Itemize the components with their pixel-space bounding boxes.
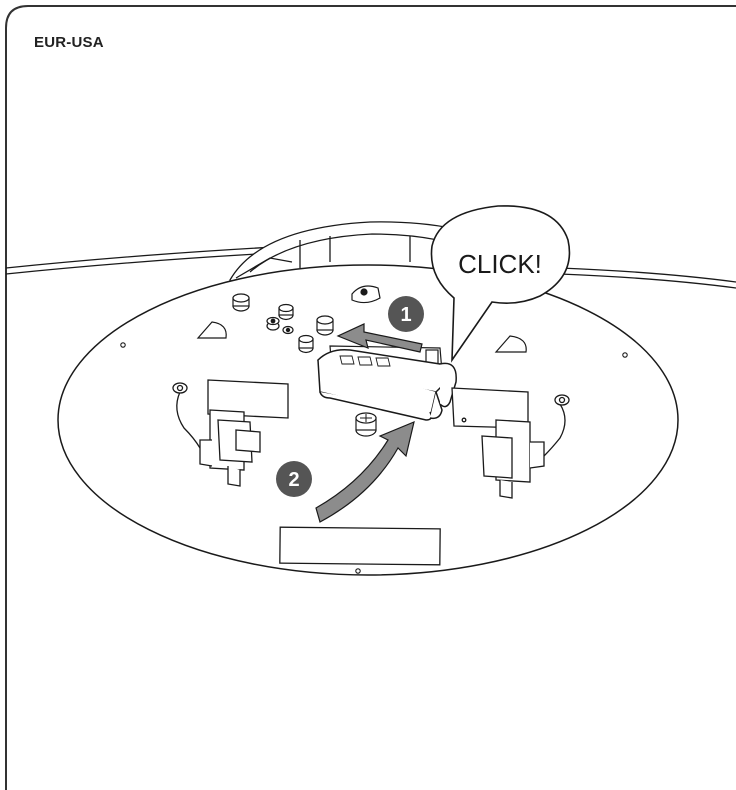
step-1-badge: 1 (388, 296, 424, 332)
panel-frame (5, 5, 736, 790)
teardrop-slots (196, 321, 527, 353)
plate-holes (120, 342, 628, 574)
step-1-number: 1 (400, 304, 411, 326)
screw-e (316, 315, 334, 336)
screw-c (266, 316, 280, 331)
screw-b (278, 303, 294, 321)
top-slot (351, 285, 381, 304)
left-bracket (172, 379, 289, 487)
callout-bubble (430, 205, 571, 363)
push-arrow (336, 323, 423, 353)
plug-module (317, 348, 457, 421)
screw-f (298, 334, 314, 354)
step-1-arrow (336, 323, 423, 353)
screw-cluster (232, 293, 377, 437)
screw-a (232, 293, 250, 312)
screw-center (355, 412, 377, 437)
callout-text: CLICK! (458, 249, 542, 279)
step-2-badge: 2 (276, 461, 312, 497)
step-2-arrow (315, 421, 415, 523)
swing-arrow (315, 421, 415, 523)
label-plate (279, 526, 441, 566)
region-label: EUR-USA (34, 34, 104, 51)
step-2-number: 2 (288, 469, 299, 491)
right-bracket (451, 387, 570, 499)
click-callout: CLICK! (430, 205, 571, 363)
screw-d (282, 325, 294, 335)
